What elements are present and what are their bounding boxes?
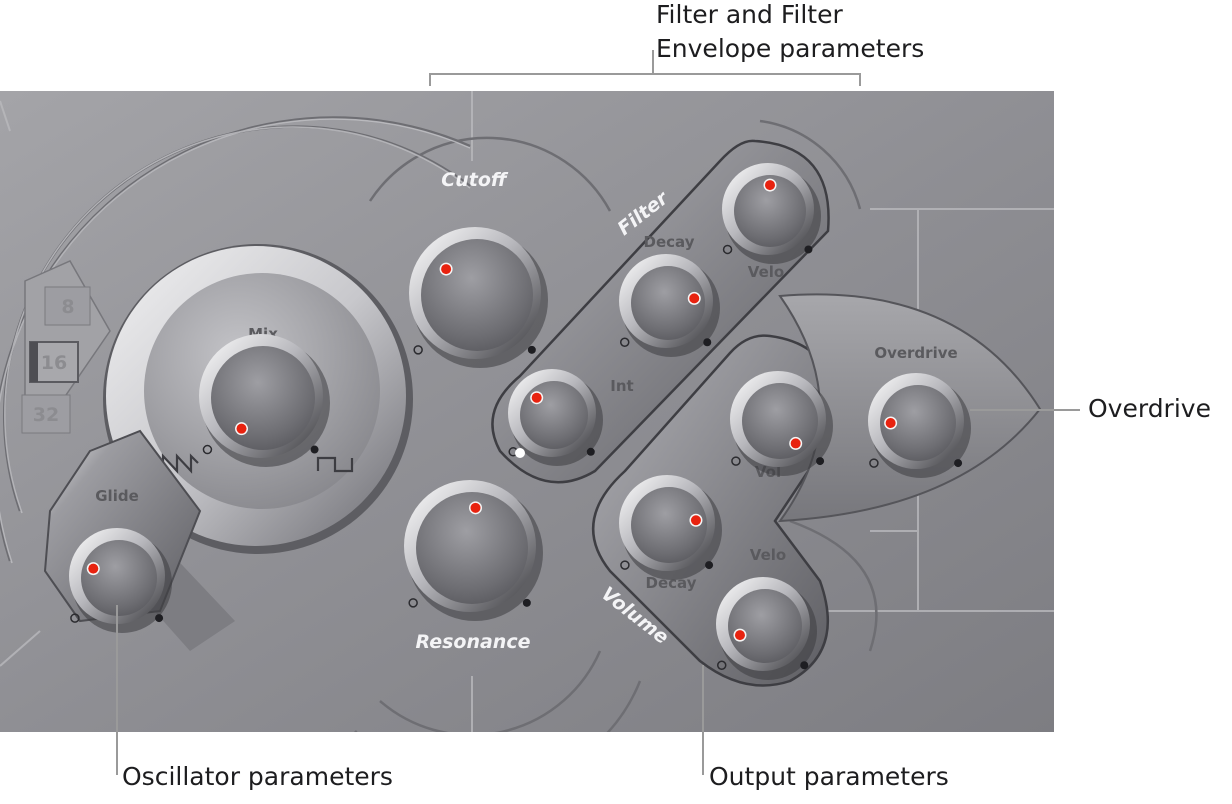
vol-decay-knob[interactable] (619, 475, 722, 580)
glide-knob-max-dot (155, 614, 164, 623)
filter-velo-knob-max-dot (804, 245, 813, 254)
filter-decay-knob-indicator (689, 293, 700, 304)
sawtooth-wave-icon (161, 453, 199, 474)
resonance-section-label: Resonance (416, 631, 531, 653)
glide-label: Glide (95, 487, 139, 505)
octave-switch[interactable]: 8 16 32 (21, 260, 111, 434)
vol-velo-label: Velo (750, 546, 786, 564)
vol-velo-knob[interactable] (716, 577, 817, 680)
filter-velo-label: Velo (748, 263, 784, 281)
resonance-knob[interactable] (404, 480, 543, 621)
int-knob-max-dot (586, 447, 595, 456)
mix-knob-indicator (236, 423, 247, 434)
filter-callout-line2: Envelope parameters (656, 34, 925, 63)
vol-velo-knob-indicator (734, 630, 745, 641)
mix-knob-min-dot (202, 444, 213, 455)
cutoff-knob-max-dot (527, 345, 536, 354)
vol-decay-knob-min-dot (620, 560, 630, 570)
square-wave-icon (316, 456, 354, 473)
int-knob-active-dot (515, 448, 525, 458)
glide-knob-min-dot (70, 613, 80, 623)
octave-8-button[interactable] (44, 286, 91, 326)
filter-velo-knob-indicator (765, 180, 775, 191)
oscillator-callout: Oscillator parameters (122, 762, 393, 791)
mix-knob-max-dot (310, 445, 319, 454)
overdrive-knob[interactable] (868, 373, 971, 478)
resonance-knob-indicator (470, 502, 481, 513)
overdrive-knob-min-dot (869, 458, 879, 468)
overdrive-knob-max-dot (954, 459, 963, 468)
cutoff-knob-indicator (441, 264, 452, 275)
int-knob-indicator (531, 392, 542, 403)
filter-velo-knob-min-dot (722, 244, 733, 255)
vol-decay-knob-indicator (690, 515, 701, 526)
octave-16-label: 16 (41, 352, 67, 374)
vol-knob-max-dot (816, 457, 825, 466)
filter-decay-label: Decay (644, 233, 695, 251)
output-callout: Output parameters (709, 762, 949, 791)
vol-velo-knob-min-dot (716, 660, 727, 671)
vol-decay-knob-max-dot (705, 561, 714, 570)
filter-callout-line1: Filter and Filter (656, 0, 843, 29)
filter-velo-knob[interactable] (722, 163, 821, 264)
vol-knob-min-dot (731, 456, 741, 466)
cutoff-section-label: Cutoff (441, 169, 509, 191)
vol-velo-knob-max-dot (800, 661, 809, 670)
mix-knob[interactable] (199, 334, 330, 467)
int-knob[interactable] (508, 369, 603, 466)
vol-knob-indicator (790, 438, 801, 449)
resonance-knob-min-dot (408, 598, 418, 608)
octave-32-label: 32 (33, 404, 59, 426)
int-label: Int (610, 377, 633, 395)
overdrive-knob-indicator (885, 418, 896, 428)
octave-32-button[interactable] (21, 394, 71, 434)
cutoff-knob[interactable] (409, 227, 548, 368)
overdrive-knob-label: Overdrive (874, 344, 957, 362)
resonance-knob-max-dot (522, 598, 531, 607)
glide-knob-indicator (88, 563, 99, 574)
cutoff-knob-min-dot (413, 345, 423, 355)
octave-8-label: 8 (61, 296, 74, 318)
knobs-layer (69, 163, 971, 680)
glide-knob[interactable] (69, 528, 172, 633)
filter-decay-knob[interactable] (619, 254, 720, 357)
filter-decay-knob-max-dot (703, 338, 712, 347)
filter-decay-knob-min-dot (619, 337, 630, 348)
synth-panel: 8 16 32 Mix Glide Filter Volume Overdriv… (0, 91, 1054, 732)
overdrive-callout: Overdrive (1088, 394, 1211, 423)
vol-knob[interactable] (730, 371, 833, 476)
